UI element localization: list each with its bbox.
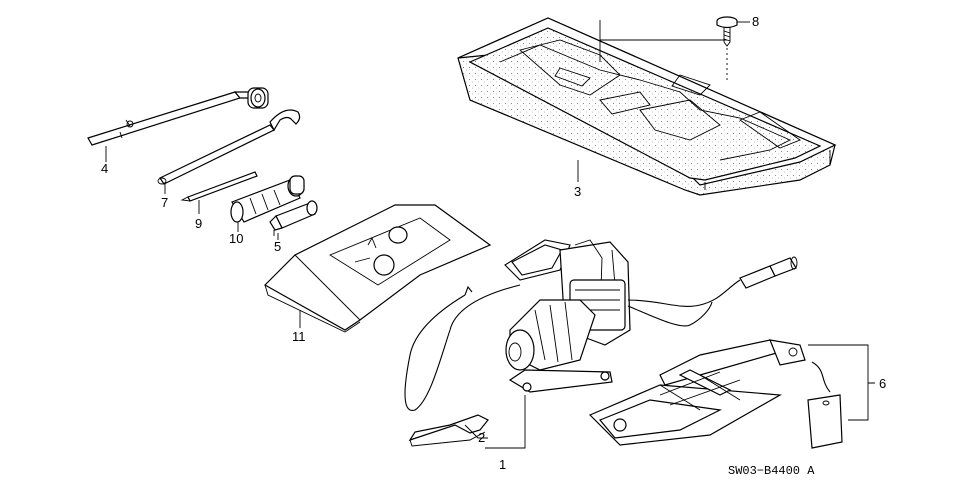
power-jack-motor-drawing: [404, 239, 798, 411]
callout-2: 2: [478, 430, 485, 445]
callout-11: 11: [292, 329, 306, 344]
towing-hook-drawing: [157, 109, 301, 185]
screwdriver-bit-drawing: [180, 171, 258, 202]
wheel-wrench-drawing: [87, 87, 269, 146]
diagram-code: SW03−B4400 A: [728, 464, 815, 478]
callout-8: 8: [752, 14, 759, 29]
callout-3: 3: [574, 184, 581, 199]
callout-9: 9: [195, 216, 202, 231]
callout-10: 10: [229, 231, 243, 246]
tool-bag-drawing: [264, 204, 492, 333]
leader-lines: [105, 20, 875, 449]
part-callouts: 4 7 9 10 5 11 3 8 2 1 6: [101, 14, 886, 472]
callout-6: 6: [879, 376, 886, 391]
jack-handle-drawing: [408, 414, 489, 447]
callout-7: 7: [161, 195, 168, 210]
scissor-jack-drawing: [588, 339, 843, 449]
callout-4: 4: [101, 161, 108, 176]
callout-1: 1: [499, 457, 506, 472]
callout-5: 5: [274, 239, 281, 254]
screw-clip-drawing: [716, 16, 738, 80]
screwdriver-handle-drawing: [230, 175, 305, 223]
socket-adapter-drawing: [269, 200, 318, 236]
tool-tray-drawing: [457, 17, 837, 196]
